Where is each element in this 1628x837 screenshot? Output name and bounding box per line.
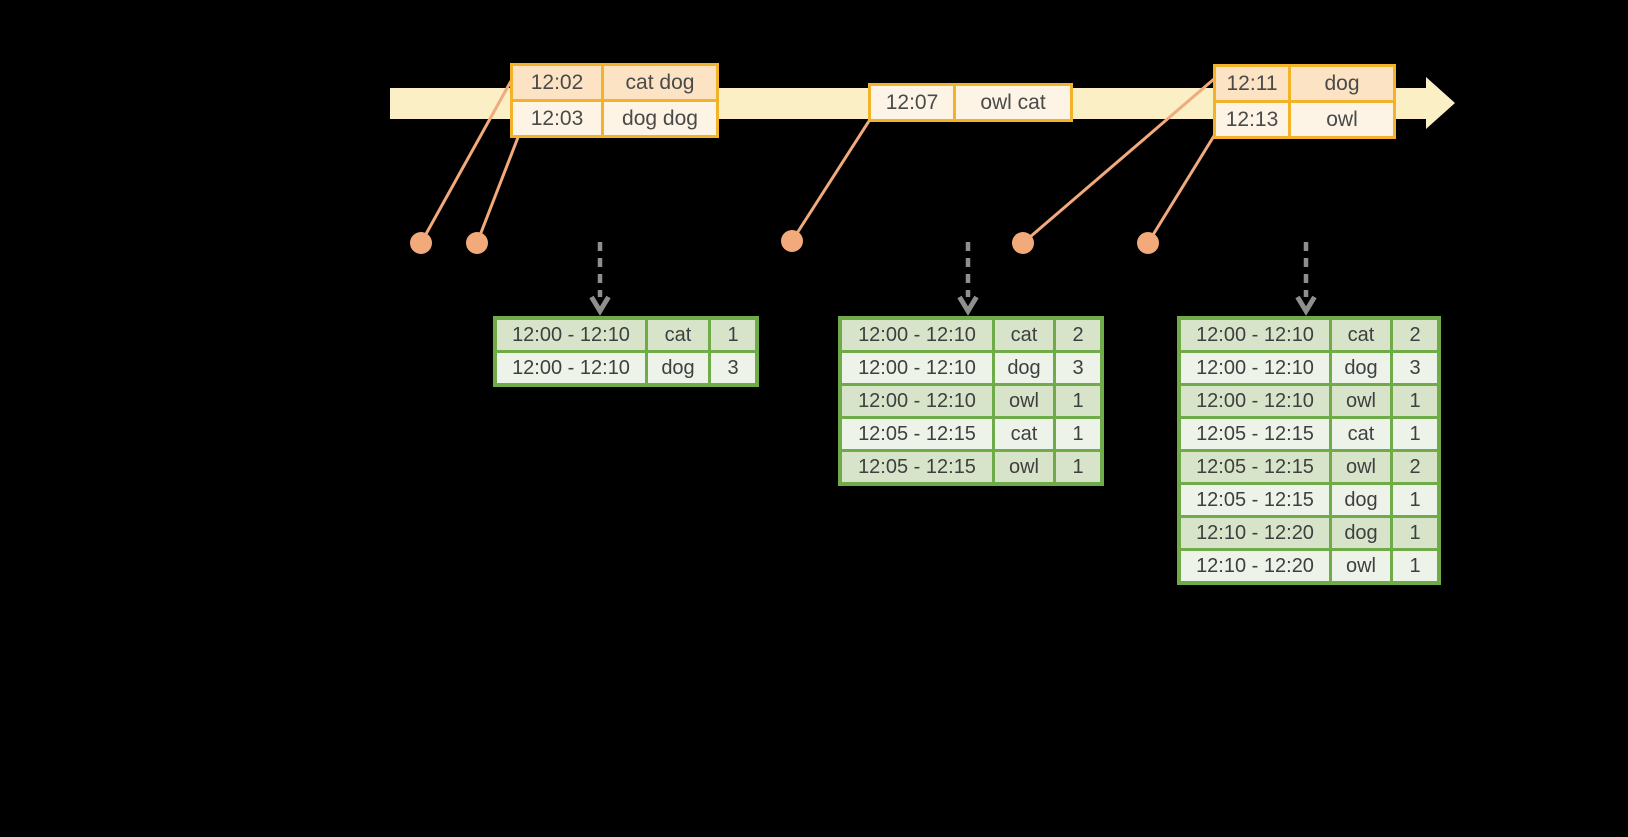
word-cell: cat [1329,316,1393,353]
table-row: 12:00 - 12:10 cat 2 [838,316,1104,353]
word-cell: cat [992,316,1056,353]
event-dot [410,232,432,254]
table-row: 12:00 - 12:10 cat 2 [1177,316,1441,353]
count-cell: 1 [1390,383,1441,419]
table-row: 12:10 - 12:20 dog 1 [1177,515,1441,551]
word-cell: dog [1329,515,1393,551]
event-time-cell: 12:03 [510,99,604,138]
result-table-1: 12:00 - 12:10 cat 1 12:00 - 12:10 dog 3 [493,316,759,387]
event-words-cell: dog dog [601,99,719,138]
word-cell: dog [1329,482,1393,518]
connector-line [475,126,524,244]
window-cell: 12:05 - 12:15 [1177,482,1332,518]
timeline-arrowhead-icon [1426,77,1455,129]
window-cell: 12:05 - 12:15 [838,416,995,452]
window-cell: 12:00 - 12:10 [493,350,648,387]
table-row: 12:00 - 12:10 dog 3 [1177,350,1441,386]
table-row: 12:05 - 12:15 cat 1 [1177,416,1441,452]
event-time-cell: 12:02 [510,63,604,102]
connector-line [419,80,513,244]
word-cell: dog [1329,350,1393,386]
table-row: 12:05 - 12:15 owl 2 [1177,449,1441,485]
window-cell: 12:05 - 12:15 [1177,449,1332,485]
window-cell: 12:00 - 12:10 [1177,350,1332,386]
count-cell: 1 [1390,515,1441,551]
table-row: 12:05 - 12:15 owl 1 [838,449,1104,486]
event-time-cell: 12:07 [868,83,956,122]
event-row: 12:11 dog [1213,64,1396,103]
table-row: 12:00 - 12:10 dog 3 [493,350,759,387]
table-row: 12:00 - 12:10 owl 1 [838,383,1104,419]
connector-line [1146,130,1219,244]
event-box-1: 12:02 cat dog 12:03 dog dog [510,63,719,138]
word-cell: owl [1329,449,1393,485]
count-cell: 1 [1390,482,1441,518]
window-cell: 12:10 - 12:20 [1177,515,1332,551]
window-cell: 12:00 - 12:10 [838,383,995,419]
event-dot [466,232,488,254]
count-cell: 1 [1390,548,1441,585]
count-cell: 2 [1053,316,1104,353]
event-dot [1137,232,1159,254]
word-cell: cat [1329,416,1393,452]
window-cell: 12:05 - 12:15 [838,449,995,486]
event-box-3: 12:11 dog 12:13 owl [1213,64,1396,139]
connector-line [1022,77,1215,245]
count-cell: 2 [1390,449,1441,485]
trigger-arrowhead-icon [589,295,611,316]
word-cell: dog [645,350,711,387]
table-row: 12:05 - 12:15 dog 1 [1177,482,1441,518]
count-cell: 1 [1053,416,1104,452]
trigger-arrowhead-icon [957,295,979,316]
count-cell: 3 [1390,350,1441,386]
event-time-cell: 12:11 [1213,64,1291,103]
count-cell: 1 [708,316,759,353]
trigger-arrowhead-icon [1295,295,1317,316]
result-table-2: 12:00 - 12:10 cat 2 12:00 - 12:10 dog 3 … [838,316,1104,486]
count-cell: 1 [1053,383,1104,419]
event-dot [781,230,803,252]
window-cell: 12:00 - 12:10 [1177,383,1332,419]
word-cell: cat [645,316,711,353]
word-cell: owl [992,383,1056,419]
event-row: 12:07 owl cat [868,83,1073,122]
word-cell: cat [992,416,1056,452]
table-row: 12:00 - 12:10 owl 1 [1177,383,1441,419]
event-row: 12:03 dog dog [510,99,719,138]
word-cell: owl [1329,548,1393,585]
window-cell: 12:00 - 12:10 [493,316,648,353]
count-cell: 1 [1390,416,1441,452]
event-time-cell: 12:13 [1213,100,1291,139]
event-row: 12:13 owl [1213,100,1396,139]
table-row: 12:00 - 12:10 dog 3 [838,350,1104,386]
event-box-2: 12:07 owl cat [868,83,1073,122]
table-row: 12:05 - 12:15 cat 1 [838,416,1104,452]
table-row: 12:00 - 12:10 cat 1 [493,316,759,353]
count-cell: 3 [708,350,759,387]
table-row: 12:10 - 12:20 owl 1 [1177,548,1441,585]
event-words-cell: cat dog [601,63,719,102]
word-cell: owl [992,449,1056,486]
result-table-3: 12:00 - 12:10 cat 2 12:00 - 12:10 dog 3 … [1177,316,1441,585]
event-words-cell: owl [1288,100,1396,139]
word-cell: dog [992,350,1056,386]
window-cell: 12:05 - 12:15 [1177,416,1332,452]
count-cell: 2 [1390,316,1441,353]
count-cell: 3 [1053,350,1104,386]
count-cell: 1 [1053,449,1104,486]
window-cell: 12:00 - 12:10 [838,350,995,386]
event-dot [1012,232,1034,254]
window-cell: 12:00 - 12:10 [838,316,995,353]
event-row: 12:02 cat dog [510,63,719,102]
word-cell: owl [1329,383,1393,419]
event-words-cell: dog [1288,64,1396,103]
connector-line [790,120,871,242]
window-cell: 12:10 - 12:20 [1177,548,1332,585]
event-words-cell: owl cat [953,83,1073,122]
window-cell: 12:00 - 12:10 [1177,316,1332,353]
